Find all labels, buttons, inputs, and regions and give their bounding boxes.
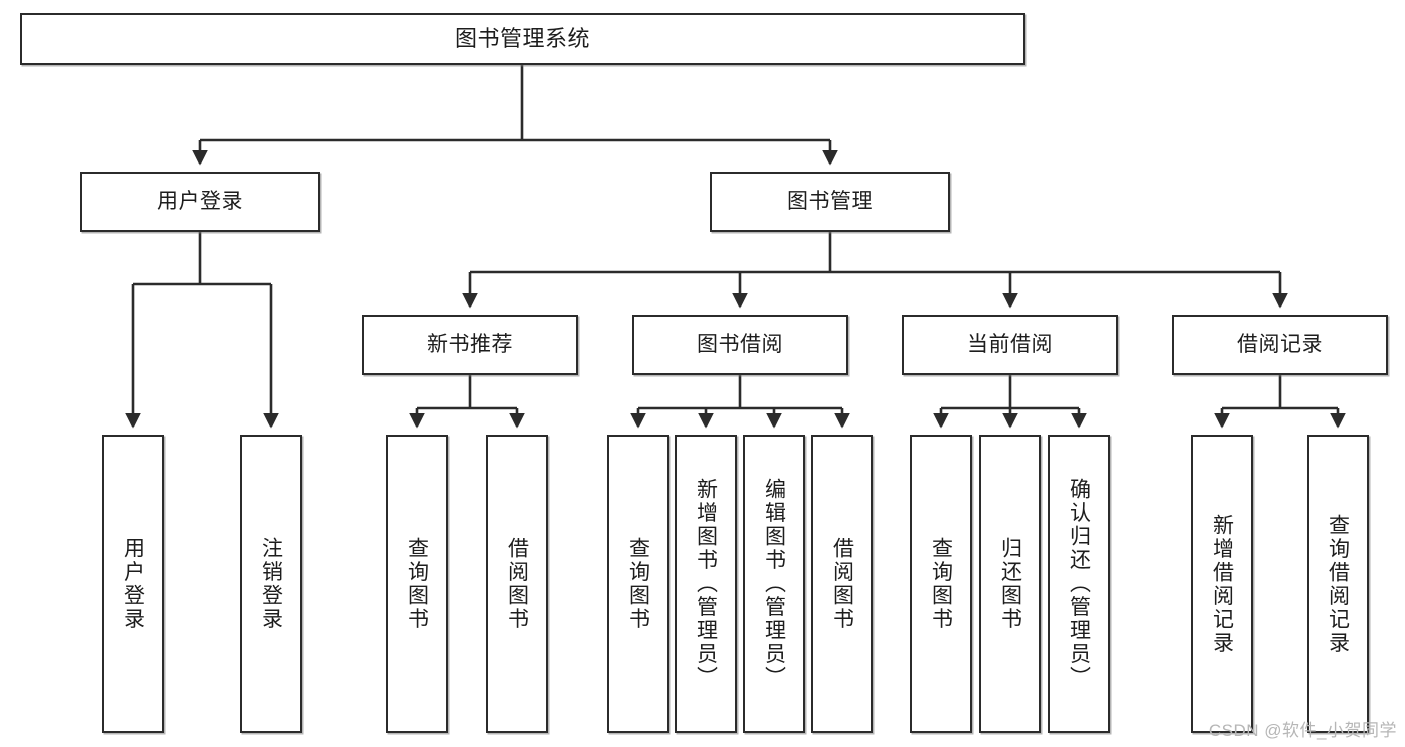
node-label: 借阅记录	[1237, 332, 1323, 356]
node-label: 图书管理	[787, 189, 873, 213]
node-book-manage[interactable]: 图书管理	[710, 172, 950, 232]
node-label: 新增借阅记录	[1210, 513, 1234, 655]
node-label: 查询借阅记录	[1326, 513, 1350, 655]
node-label: 查询图书	[626, 537, 650, 631]
node-label: 归还图书	[998, 537, 1022, 631]
node-label: 当前借阅	[967, 332, 1053, 356]
leaf-query-book-borrow[interactable]: 查询图书	[607, 435, 669, 733]
node-label: 借阅图书	[830, 537, 854, 631]
node-label: 用户登录	[121, 537, 145, 631]
node-label: 编辑图书（管理员）	[762, 478, 786, 690]
node-label: 注销登录	[259, 537, 283, 631]
node-label: 查询图书	[929, 537, 953, 631]
node-user-login[interactable]: 用户登录	[80, 172, 320, 232]
leaf-query-book-current[interactable]: 查询图书	[910, 435, 972, 733]
leaf-query-borrow-record[interactable]: 查询借阅记录	[1307, 435, 1369, 733]
node-label: 用户登录	[157, 189, 243, 213]
leaf-add-borrow-record[interactable]: 新增借阅记录	[1191, 435, 1253, 733]
leaf-borrow-book[interactable]: 借阅图书	[811, 435, 873, 733]
leaf-user-login[interactable]: 用户登录	[102, 435, 164, 733]
node-label: 确认归还（管理员）	[1067, 478, 1091, 690]
leaf-edit-book-admin[interactable]: 编辑图书（管理员）	[743, 435, 805, 733]
leaf-add-book-admin[interactable]: 新增图书（管理员）	[675, 435, 737, 733]
node-label: 查询图书	[405, 537, 429, 631]
leaf-return-book[interactable]: 归还图书	[979, 435, 1041, 733]
leaf-borrow-book-recommend[interactable]: 借阅图书	[486, 435, 548, 733]
node-current-borrow[interactable]: 当前借阅	[902, 315, 1118, 375]
node-label: 图书管理系统	[454, 26, 590, 52]
node-label: 新书推荐	[427, 332, 513, 356]
node-label: 图书借阅	[697, 332, 783, 356]
node-new-book-recommend[interactable]: 新书推荐	[362, 315, 578, 375]
leaf-query-book-recommend[interactable]: 查询图书	[386, 435, 448, 733]
node-root-book-management-system[interactable]: 图书管理系统	[20, 13, 1025, 65]
node-label: 借阅图书	[505, 537, 529, 631]
node-borrow-record[interactable]: 借阅记录	[1172, 315, 1388, 375]
leaf-logout-login[interactable]: 注销登录	[240, 435, 302, 733]
node-book-borrow[interactable]: 图书借阅	[632, 315, 848, 375]
node-label: 新增图书（管理员）	[694, 478, 718, 690]
leaf-confirm-return-admin[interactable]: 确认归还（管理员）	[1048, 435, 1110, 733]
